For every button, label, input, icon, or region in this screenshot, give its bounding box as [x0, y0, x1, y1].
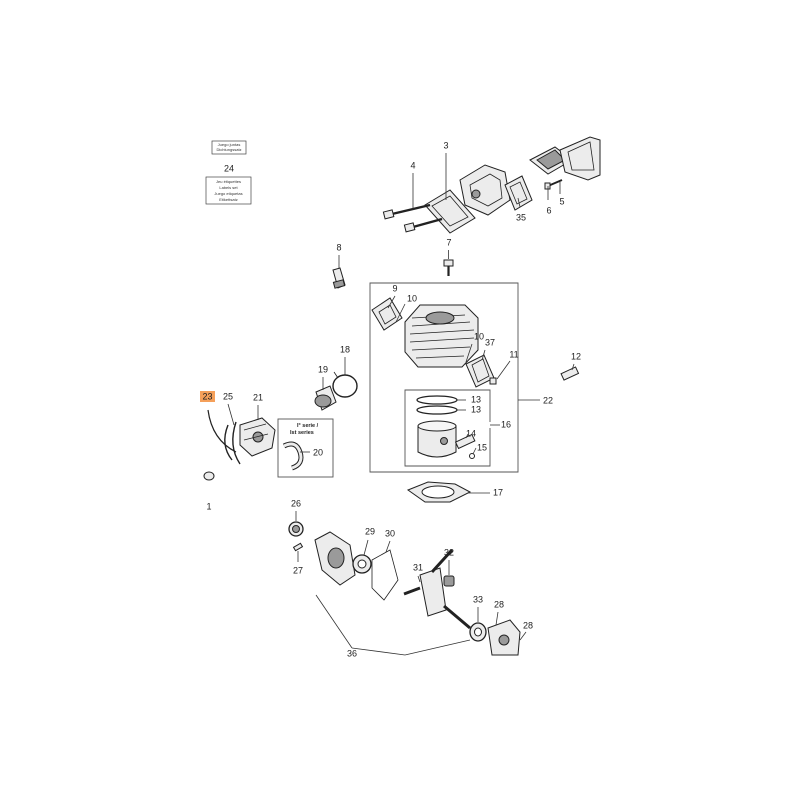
muffler-gasket-part — [424, 189, 476, 234]
callout-19: 19 — [318, 364, 328, 374]
callout-10-top: 10 — [407, 293, 417, 303]
piston-ring-2 — [416, 405, 458, 415]
fuel-hose-part — [282, 441, 310, 471]
cylinder-nut-part — [489, 377, 497, 385]
needle-bearing-part — [443, 560, 455, 587]
intake-gasket-part — [371, 297, 403, 331]
intake-manifold-part — [314, 377, 337, 411]
callout-1: 1 — [206, 501, 211, 511]
main-bearing-part — [469, 607, 487, 642]
callout-35: 35 — [516, 212, 526, 222]
callout-24: 24 — [224, 163, 234, 173]
labels-set-card: Jeu étiquettes Labels set Juego etiqueta… — [205, 176, 252, 205]
callout-7: 7 — [446, 237, 451, 247]
muffler-bolt-long-2 — [403, 217, 443, 233]
dowel-pin-part — [292, 542, 304, 562]
crankshaft-part — [403, 548, 471, 630]
spark-plug-part — [332, 255, 346, 289]
callout-28-right: 28 — [523, 620, 533, 630]
series-note-line-1: I° serie / — [297, 423, 319, 429]
piston-ring-1 — [416, 395, 458, 405]
series-note-line-2: Ist series — [290, 430, 314, 436]
callout-36: 36 — [347, 648, 357, 658]
callout-20: 20 — [313, 447, 323, 457]
labels-set-text-4: Etikettsatz — [219, 197, 237, 202]
callout-27: 27 — [293, 565, 303, 575]
piston-leaders — [457, 399, 477, 455]
callout-37: 37 — [485, 337, 495, 347]
callout-33: 33 — [473, 594, 483, 604]
callout-15: 15 — [477, 442, 487, 452]
muffler-cover-part — [529, 136, 601, 181]
callout-21: 21 — [253, 392, 263, 402]
bearing-part — [352, 539, 372, 574]
callout-31: 31 — [413, 562, 423, 572]
gasket-kit-text-1: Juego juntas — [218, 142, 241, 147]
piston-pin-part — [454, 433, 476, 450]
carburetor-tubes-part — [224, 403, 241, 465]
crankcase-right-part — [487, 611, 527, 656]
piston-clip-part — [469, 453, 475, 459]
gasket-kit-card: Juego juntas Dichtungssatz — [211, 140, 247, 155]
cylinder-screw-part — [443, 250, 454, 276]
callout-26: 26 — [291, 498, 301, 508]
callout-9: 9 — [392, 283, 397, 293]
crankcase-gasket-part — [371, 540, 399, 601]
callout-25: 25 — [223, 391, 233, 401]
crankcase-kit-leaders — [315, 594, 471, 656]
callout-8: 8 — [336, 242, 341, 252]
cylinder-part — [404, 304, 479, 368]
callout-13-top: 13 — [471, 394, 481, 404]
callout-11: 11 — [509, 349, 518, 359]
callout-23[interactable]: 23 — [202, 391, 212, 401]
first-series-frame — [277, 418, 334, 478]
callout-14: 14 — [466, 428, 476, 438]
carburetor-part — [239, 405, 276, 457]
intake-clamp-part — [332, 357, 358, 398]
piston-part — [417, 420, 457, 458]
gasket-kit-text-2: Dichtungssatz — [216, 147, 241, 152]
piston-kit-frame — [404, 389, 491, 467]
callout-16: 16 — [501, 419, 511, 429]
muffler-screw-part — [544, 179, 563, 190]
labels-set-text-3: Juego etiquetas — [214, 191, 242, 196]
muffler-leaders — [412, 153, 561, 210]
callout-5: 5 — [559, 196, 564, 206]
labels-set-text-1: Jeu étiquettes — [216, 179, 241, 184]
muffler-bolt-long-1 — [382, 203, 431, 220]
muffler-body-part — [459, 164, 511, 216]
labels-set-text-2: Labels set — [219, 185, 238, 190]
callout-22: 22 — [543, 395, 553, 405]
callout-17: 17 — [493, 487, 503, 497]
callout-10-right: 10 — [474, 331, 484, 341]
plug-part — [203, 471, 215, 481]
base-gasket-part — [406, 481, 490, 503]
callout-23-highlight — [200, 391, 215, 402]
muffler-plate-part — [504, 175, 533, 211]
fuel-line-part — [207, 409, 237, 453]
callout-4: 4 — [410, 160, 415, 170]
callout-29: 29 — [365, 526, 375, 536]
callout-28-left: 28 — [494, 599, 504, 609]
callout-32: 32 — [444, 547, 454, 557]
callout-12: 12 — [571, 351, 581, 361]
crankcase-half-part — [314, 531, 356, 586]
cylinder-leaders — [387, 295, 511, 380]
callout-6: 6 — [546, 205, 551, 215]
cylinder-kit-frame — [369, 282, 519, 473]
callout-3: 3 — [443, 140, 448, 150]
oil-seal-part — [288, 511, 304, 537]
callout-18: 18 — [340, 344, 350, 354]
decompression-valve-part — [560, 363, 580, 381]
callout-13-bottom: 13 — [471, 404, 481, 414]
callout-30: 30 — [385, 528, 395, 538]
